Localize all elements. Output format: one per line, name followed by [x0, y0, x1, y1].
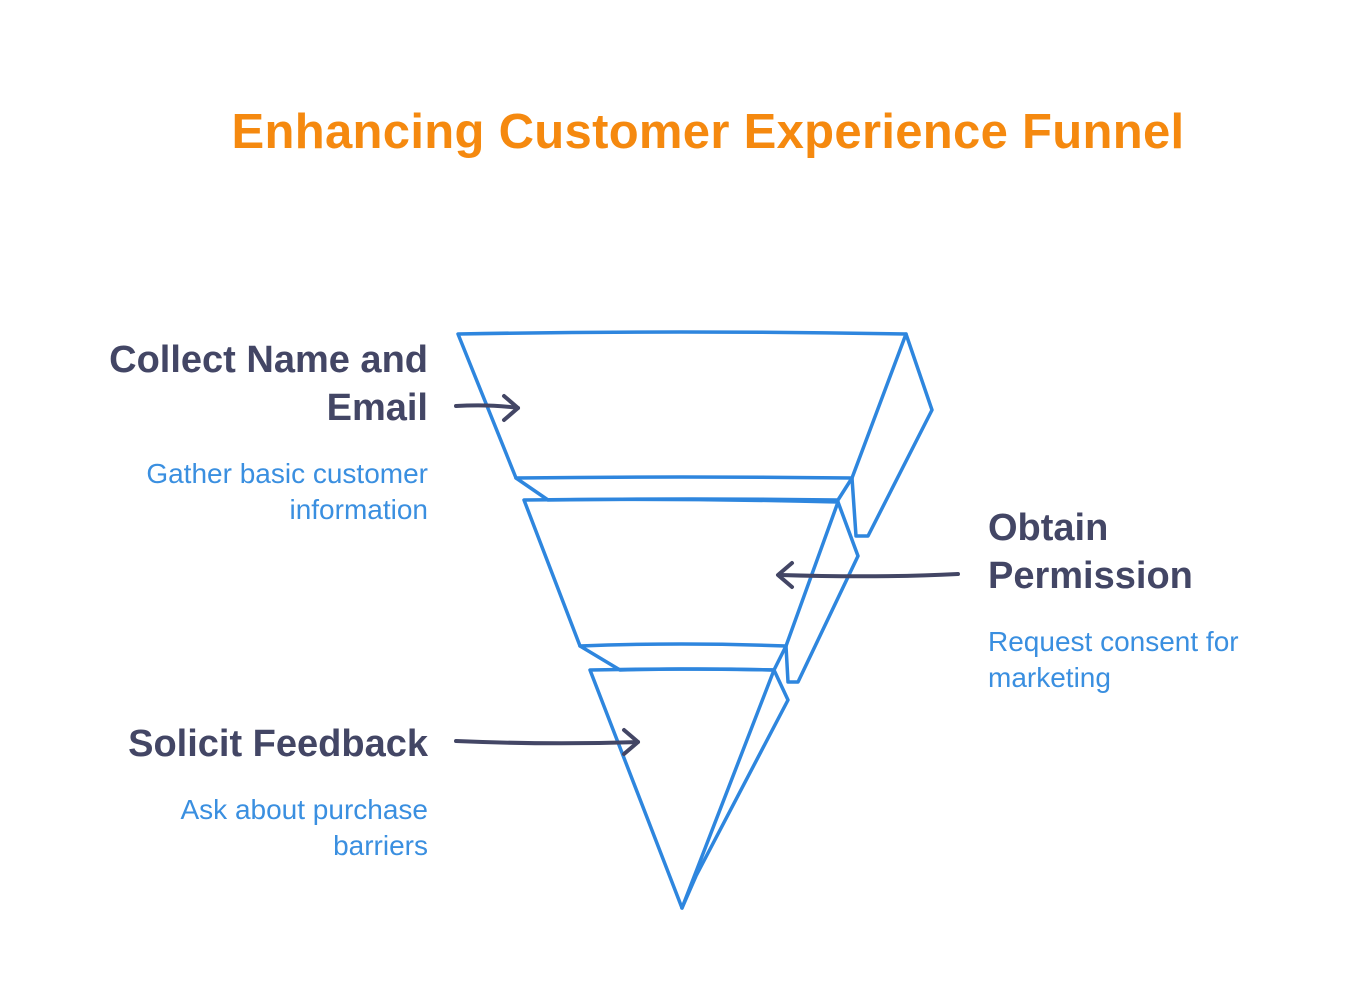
stage-collect-desc-line2: information	[289, 494, 428, 525]
funnel-section-top	[456, 330, 908, 480]
funnel-section-middle	[522, 497, 840, 648]
arrow-obtain	[778, 572, 960, 579]
funnel-section-top-side	[850, 332, 934, 538]
funnel	[456, 330, 934, 910]
stage-obtain-description: Request consent for marketing	[988, 624, 1348, 696]
arrow-obtain-head	[776, 561, 794, 589]
stage-solicit-description: Ask about purchase barriers	[8, 792, 429, 864]
connectors	[454, 394, 960, 756]
stage-obtain-heading: Obtain Permission	[988, 504, 1348, 600]
funnel-section-bottom	[588, 667, 776, 910]
stage-collect-heading: Collect Name and Email	[8, 336, 428, 432]
stage-obtain-desc-line1: Request consent for	[988, 626, 1239, 657]
stage-collect-desc-line1: Gather basic customer	[146, 458, 428, 489]
stage-solicit-heading-line1: Solicit Feedback	[128, 723, 428, 765]
diagram-title: Enhancing Customer Experience Funnel	[231, 105, 1185, 159]
stage-obtain-heading-line2: Permission	[988, 555, 1193, 597]
stage-collect-description: Gather basic customer information	[8, 456, 428, 528]
stage-obtain-desc-line2: marketing	[988, 662, 1111, 693]
funnel-section-middle-lip	[578, 644, 788, 672]
funnel-section-middle-side	[784, 500, 860, 684]
arrow-solicit-head	[622, 728, 640, 756]
arrow-collect-head	[502, 394, 520, 422]
arrow-collect	[454, 403, 520, 410]
funnel-section-bottom-side	[680, 668, 790, 910]
arrow-solicit	[454, 739, 640, 746]
stage-obtain-heading-line1: Obtain	[988, 507, 1109, 549]
stage-collect-heading-line2: Email	[326, 387, 428, 429]
stage-solicit-desc-line1: Ask about purchase	[180, 794, 429, 825]
stage-solicit-heading: Solicit Feedback	[8, 720, 428, 768]
stage-solicit-desc-line2: barriers	[333, 830, 428, 861]
stage-collect-heading-line1: Collect Name and	[109, 339, 428, 381]
funnel-section-top-lip	[514, 476, 854, 502]
